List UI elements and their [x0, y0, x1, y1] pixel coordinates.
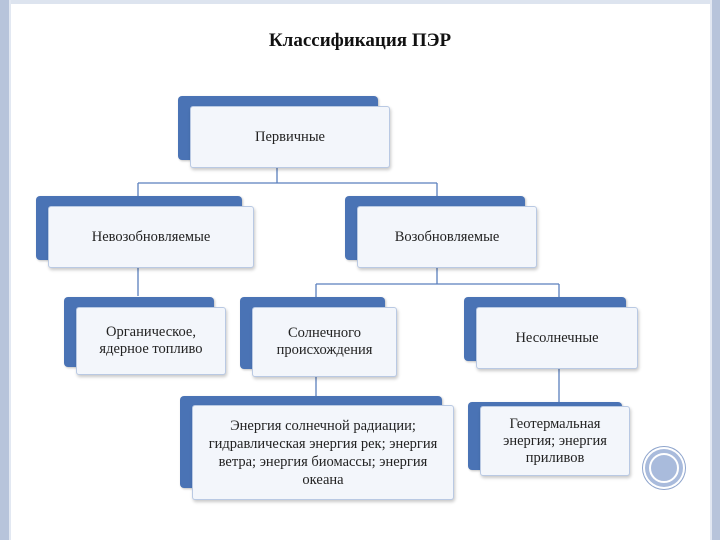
node-geo-label: Геотермальная энергия; энергия приливов	[480, 406, 630, 476]
node-organic-label: Органическое, ядерное топливо	[76, 307, 226, 375]
connector-renewable-split	[315, 261, 560, 297]
decorative-circle-ring	[649, 453, 679, 483]
slide-frame-left-inner	[9, 0, 11, 540]
node-primary-label: Первичные	[190, 106, 390, 168]
node-nonsolar-label: Несолнечные	[476, 307, 638, 369]
connector-primary-split	[137, 162, 438, 197]
slide-title: Классификация ПЭР	[268, 30, 452, 51]
slide-frame-top	[11, 0, 710, 4]
slide-frame-left	[0, 0, 9, 540]
node-solar-list-label: Энергия солнечной радиации; гидравлическ…	[192, 405, 454, 500]
slide-frame-right-inner	[710, 0, 712, 540]
slide-frame-right	[712, 0, 720, 540]
node-nonrenewable-label: Невозобновляемые	[48, 206, 254, 268]
node-solar-origin-label: Солнечного происхождения	[252, 307, 397, 377]
node-renewable-label: Возобновляемые	[357, 206, 537, 268]
